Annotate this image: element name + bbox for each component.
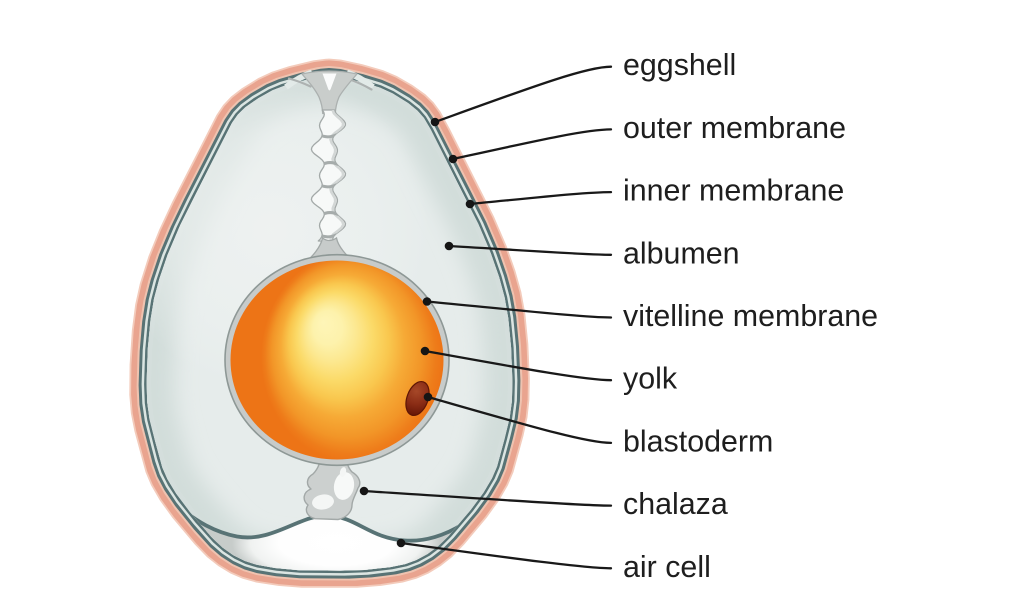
svg-text:blastoderm: blastoderm: [623, 424, 773, 458]
svg-text:outer membrane: outer membrane: [623, 111, 846, 145]
svg-text:air cell: air cell: [623, 550, 711, 584]
svg-text:albumen: albumen: [623, 236, 740, 270]
svg-text:inner membrane: inner membrane: [623, 174, 844, 208]
svg-text:eggshell: eggshell: [623, 48, 736, 82]
svg-text:vitelline membrane: vitelline membrane: [623, 299, 878, 333]
svg-text:yolk: yolk: [623, 362, 678, 396]
svg-text:chalaza: chalaza: [623, 487, 728, 521]
